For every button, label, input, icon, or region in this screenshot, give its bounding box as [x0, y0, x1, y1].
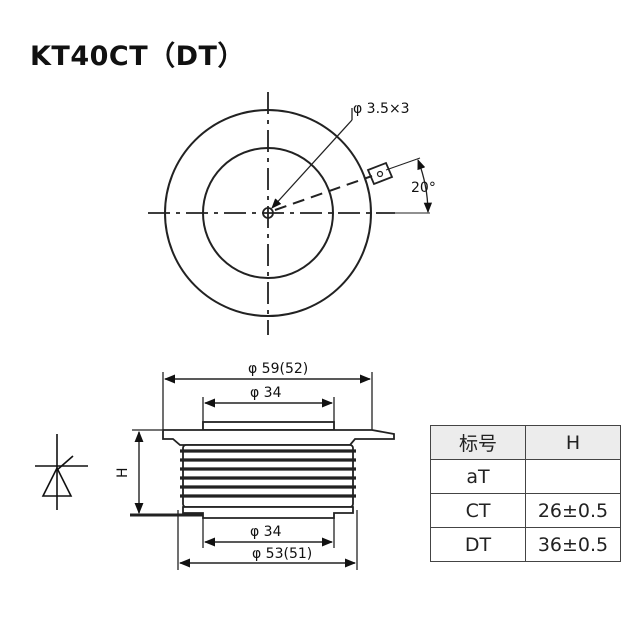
- inner-top-dimension-label: φ 34: [250, 385, 282, 401]
- hole-dimension-label: φ 3.5×3: [353, 101, 410, 117]
- header-model: 标号: [430, 425, 526, 460]
- angle-arc: [417, 159, 433, 214]
- ceramic-housing: [182, 444, 354, 508]
- hole-leader: [271, 119, 353, 209]
- table-row: DT 36±0.5: [430, 527, 621, 562]
- angle-dimension-label: 20°: [411, 180, 436, 196]
- spec-table: 标号 H aT CT 26±0.5 DT 36±0.5: [430, 425, 621, 562]
- table-row: CT 26±0.5: [430, 493, 621, 528]
- height-dimension-label: H: [115, 467, 131, 478]
- outer-bottom-dimension-label: φ 53(51): [252, 546, 312, 562]
- table-cell: CT: [430, 493, 526, 528]
- page-title: KT40CT（DT）: [30, 41, 245, 72]
- angle-extension-line: [385, 157, 421, 171]
- table-cell: DT: [430, 527, 526, 562]
- side-view: [130, 372, 395, 570]
- table-cell: 36±0.5: [525, 527, 621, 562]
- table-cell: [525, 459, 621, 494]
- inner-bottom-dimension-label: φ 34: [250, 524, 282, 540]
- top-view: [148, 92, 433, 335]
- table-row: aT: [430, 459, 621, 494]
- table-cell: 26±0.5: [525, 493, 621, 528]
- flange: [162, 429, 395, 446]
- gate-lead-line: [274, 175, 373, 211]
- gate-terminal-tab: [366, 161, 394, 186]
- housing-ribs: [180, 449, 356, 498]
- thyristor-symbol: [35, 434, 88, 510]
- outer-top-dimension-label: φ 59(52): [248, 361, 308, 377]
- table-header-row: 标号 H: [430, 425, 621, 460]
- table-cell: aT: [430, 459, 526, 494]
- header-height: H: [525, 425, 621, 460]
